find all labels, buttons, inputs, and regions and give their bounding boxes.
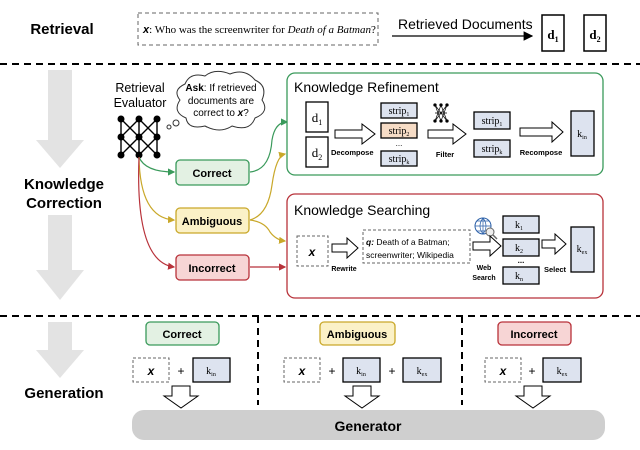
evaluator-label-1: Retrieval [115, 81, 164, 95]
generation-ambiguous: Ambiguous x + kin + kex [283, 321, 442, 409]
svg-text:Generator: Generator [335, 418, 402, 434]
svg-text:documents are: documents are [188, 96, 255, 107]
flow-arrow-gray [36, 70, 84, 378]
svg-text:d1: d1 [547, 27, 558, 44]
svg-text:screenwriter; Wikipedia: screenwriter; Wikipedia [366, 250, 454, 260]
knowledge-refinement-panel: Knowledge Refinement d1 d2 Decompose str… [286, 72, 604, 176]
neural-network-icon [117, 115, 161, 159]
knowledge-searching-panel: Knowledge Searching x Rewrite q: Death o… [286, 193, 604, 299]
svg-text:Ambiguous: Ambiguous [327, 329, 388, 341]
svg-text:...: ... [396, 139, 403, 148]
svg-text:Correct: Correct [162, 329, 201, 341]
svg-text:kin: kin [206, 366, 216, 378]
svg-text:Incorrect: Incorrect [188, 263, 235, 275]
svg-text:Ambiguous: Ambiguous [182, 216, 243, 228]
svg-text:Recompose: Recompose [520, 148, 563, 157]
svg-text:kex: kex [417, 366, 428, 378]
svg-text:stripk: stripk [482, 144, 503, 156]
svg-text:strip1: strip1 [482, 116, 503, 128]
svg-text:...: ... [518, 256, 525, 265]
svg-text:Incorrect: Incorrect [510, 329, 557, 341]
svg-text:+: + [528, 364, 535, 378]
globe-search-icon [474, 217, 498, 240]
svg-text:d2: d2 [312, 145, 323, 162]
svg-text:Filter: Filter [436, 150, 454, 159]
retrieved-label: Retrieved Documents [398, 16, 533, 32]
svg-text:Decompose: Decompose [331, 148, 374, 157]
thought-cloud: Ask: If retrieved documents are correct … [166, 70, 266, 131]
retrieved-doc: d1 [541, 14, 565, 52]
section-correction-1: Knowledge [24, 176, 104, 193]
svg-text:Rewrite: Rewrite [331, 266, 356, 273]
svg-text:correct to x?: correct to x? [193, 108, 249, 119]
verdict-incorrect: Incorrect [175, 254, 250, 281]
verdict-correct: Correct [175, 159, 250, 186]
svg-text:Select: Select [544, 265, 567, 274]
filter-network-icon [433, 103, 449, 123]
svg-text:q: Death of a Batman;: q: Death of a Batman; [366, 237, 450, 247]
svg-text:kin: kin [356, 366, 366, 378]
svg-text:kin: kin [577, 129, 587, 141]
query-text: x: Who was the screenwriter for Death of… [142, 24, 376, 36]
evaluator-label-2: Evaluator [114, 96, 167, 110]
svg-text:strip1: strip1 [389, 106, 410, 118]
generation-correct: Correct x + kin [132, 321, 231, 409]
svg-text:+: + [177, 364, 184, 378]
svg-text:d2: d2 [589, 27, 600, 44]
section-generation: Generation [24, 385, 103, 402]
svg-text:+: + [388, 364, 395, 378]
section-retrieval: Retrieval [30, 21, 93, 38]
svg-text:kex: kex [577, 244, 588, 256]
svg-text:k2: k2 [515, 243, 523, 255]
svg-text:Web: Web [477, 265, 492, 272]
retrieved-doc: d2 [583, 14, 607, 52]
svg-text:stripk: stripk [389, 154, 410, 166]
svg-text:strip2: strip2 [389, 126, 410, 138]
svg-text:d1: d1 [312, 110, 323, 127]
generation-incorrect: Incorrect x + kex [484, 321, 582, 409]
svg-text:k1: k1 [515, 220, 523, 232]
query-box [137, 12, 379, 46]
svg-text:x: x [499, 364, 508, 378]
svg-text:Ask: If retrieved: Ask: If retrieved [185, 83, 256, 94]
svg-text:+: + [328, 364, 335, 378]
section-correction-2: Correction [26, 195, 102, 212]
svg-text:x: x [308, 245, 317, 259]
svg-text:Knowledge Refinement: Knowledge Refinement [294, 79, 439, 95]
svg-text:kn: kn [515, 271, 523, 283]
verdict-ambiguous: Ambiguous [175, 207, 250, 234]
svg-text:x: x [298, 364, 307, 378]
generator-bar: Generator [132, 410, 605, 440]
svg-text:kex: kex [557, 366, 568, 378]
svg-text:Knowledge Searching: Knowledge Searching [294, 202, 430, 218]
svg-text:x: x [147, 364, 156, 378]
svg-text:Search: Search [472, 275, 495, 282]
svg-text:Correct: Correct [192, 168, 231, 180]
